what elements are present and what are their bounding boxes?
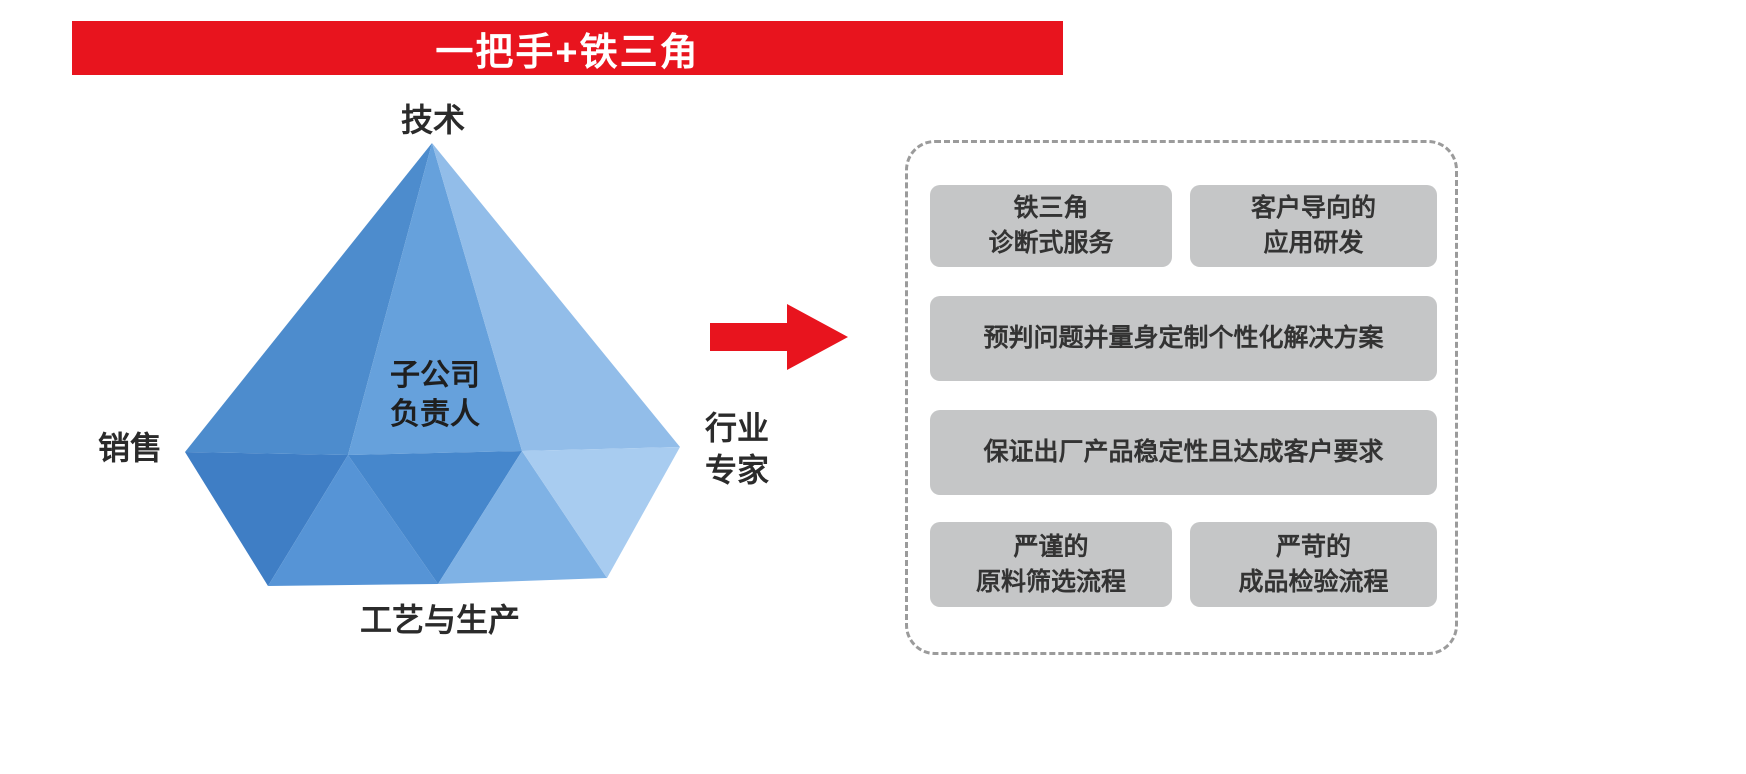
label-subsidiary-head: 子公司 负责人 (330, 356, 540, 434)
label-technology: 技术 (400, 102, 465, 138)
gem-facet (348, 143, 522, 455)
label-subsidiary-head-line2: 负责人 (390, 398, 480, 431)
gem-facet (268, 455, 438, 586)
box-raw-material-screening: 严谨的 原料筛选流程 (930, 522, 1172, 607)
gem-facet (438, 451, 607, 584)
box-line: 应用研发 (1263, 229, 1364, 257)
box-line: 铁三角 (1013, 194, 1089, 222)
box-line: 严苛的 (1275, 532, 1351, 561)
title-banner: 一把手+铁三角 (72, 21, 1063, 75)
box-application-rd: 客户导向的 应用研发 (1190, 185, 1437, 267)
box-custom-solutions: 预判问题并量身定制个性化解决方案 (930, 296, 1437, 381)
box-line: 原料筛选流程 (975, 567, 1126, 596)
box-product-stability: 保证出厂产品稳定性且达成客户要求 (930, 410, 1437, 495)
label-sales: 销售 (97, 430, 162, 466)
box-line: 保证出厂产品稳定性且达成客户要求 (983, 438, 1384, 466)
gem-facet (432, 143, 680, 451)
box-line: 诊断式服务 (988, 229, 1114, 257)
gem-facet (185, 452, 348, 586)
box-line: 成品检验流程 (1238, 567, 1389, 596)
right-arrow-icon (710, 304, 848, 370)
box-line: 预判问题并量身定制个性化解决方案 (983, 324, 1384, 352)
label-industry-expert-line2: 专家 (704, 451, 769, 488)
capabilities-panel (905, 140, 1458, 655)
diamond-gem-graphic (185, 143, 680, 586)
gem-facet (185, 143, 432, 455)
gem-facet (348, 451, 522, 584)
box-line: 客户导向的 (1250, 194, 1376, 222)
box-diagnostic-service: 铁三角 诊断式服务 (930, 185, 1172, 267)
label-industry-expert: 行业 专家 (672, 408, 802, 491)
gem-facet (522, 447, 680, 578)
label-process-production: 工艺与生产 (359, 602, 520, 638)
label-subsidiary-head-line1: 子公司 (390, 359, 480, 392)
box-finished-product-inspection: 严苛的 成品检验流程 (1190, 522, 1437, 607)
label-industry-expert-line1: 行业 (704, 410, 769, 446)
box-line: 严谨的 (1013, 532, 1089, 561)
page-title: 一把手+铁三角 (435, 31, 700, 74)
